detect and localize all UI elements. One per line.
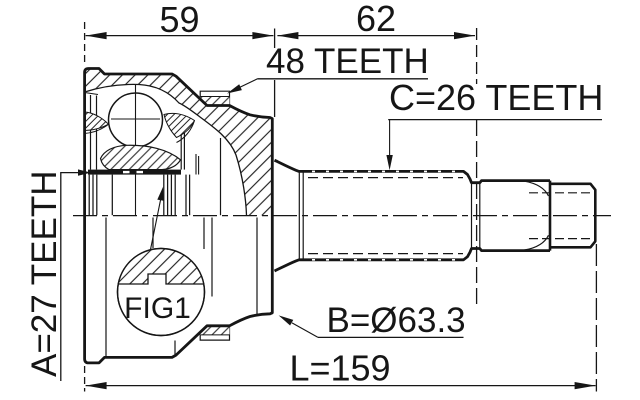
diameter-label: B=Ø63.3 xyxy=(327,301,466,340)
outer-race-section-hatch xyxy=(84,68,273,216)
callouts: 48 TEETH C=26 TEETH A=27 TEETH B=Ø63.3 xyxy=(25,42,603,381)
bore-spline-edges xyxy=(88,174,191,216)
inner-race-section xyxy=(99,144,182,171)
body-surface-lines xyxy=(105,217,258,357)
fig1-label: FIG1 xyxy=(124,292,191,325)
joint-body xyxy=(73,67,611,365)
fig1-detail: FIG1 xyxy=(116,186,206,337)
bore-chamfer-line xyxy=(84,91,99,96)
dim-59-arrow-left xyxy=(85,32,107,40)
fig1-spline-profile xyxy=(118,273,204,285)
fig1-spline-hatch xyxy=(118,248,204,284)
stem-teeth-arrow xyxy=(386,155,393,171)
abs-teeth-label: 48 TEETH xyxy=(266,42,429,81)
inner-teeth-underline-leader xyxy=(60,171,80,381)
thread-runout-top xyxy=(524,180,550,197)
inner-teeth-arrow xyxy=(78,169,91,176)
dim-62-arrow-left xyxy=(277,32,299,40)
dim-length-arrow-left xyxy=(85,382,107,390)
cage-shoulder-right xyxy=(176,120,195,143)
inner-teeth-label: A=27 TEETH xyxy=(25,170,64,377)
dim-length-arrow-right xyxy=(574,382,596,390)
abs-teeth-arrow xyxy=(227,84,242,94)
fig1-leader-arrow xyxy=(157,186,164,201)
outer-race-outline xyxy=(83,67,274,365)
dim-59-text: 59 xyxy=(159,0,199,40)
diameter-arrow xyxy=(278,315,294,326)
stem-teeth-label: C=26 TEETH xyxy=(389,77,603,118)
fig1-leader-line xyxy=(149,198,162,250)
fig1-circle-stroke xyxy=(116,247,206,337)
diameter-leader xyxy=(291,322,319,338)
dim-length-text: L=159 xyxy=(289,348,390,389)
cage-section-right xyxy=(163,112,196,139)
abs-ring-bottom-section xyxy=(199,325,231,341)
dim-62-text: 62 xyxy=(356,0,396,39)
dim-62-arrow-right xyxy=(454,32,475,40)
cage-shoulder-left xyxy=(84,123,109,134)
thread-runout-bottom xyxy=(524,234,550,251)
spline-bore-bar xyxy=(88,169,181,175)
dimensions: 59 62 L=159 xyxy=(83,0,598,392)
dim-59-arrow-right xyxy=(252,32,274,40)
